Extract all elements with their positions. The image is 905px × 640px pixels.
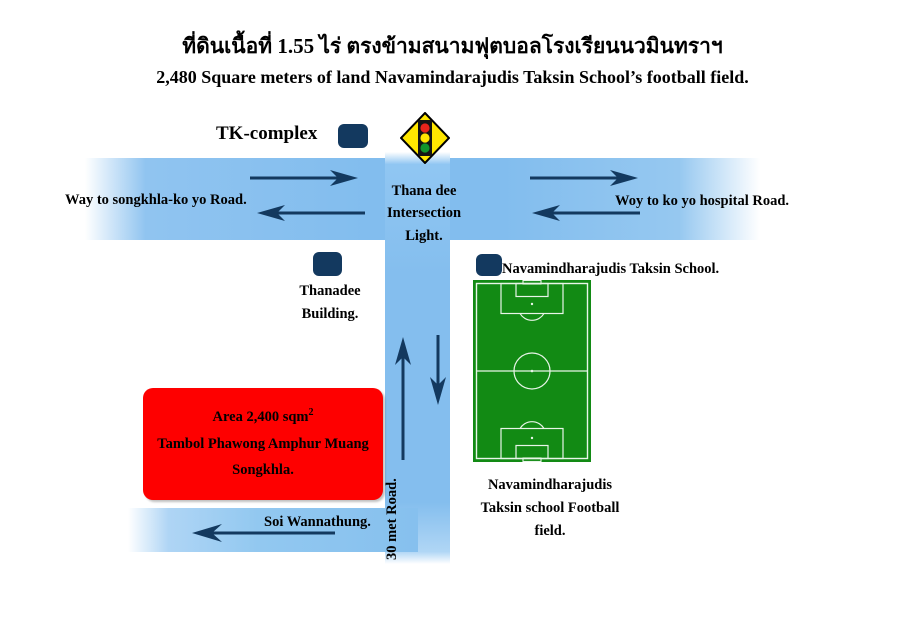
traffic-light-sign-icon	[400, 112, 450, 164]
label-soi-wannathung: Soi Wannathung.	[264, 514, 371, 530]
land-plot-area-text: Area 2,400 sqm	[212, 408, 309, 425]
land-plot-line-1: Area 2,400 sqm2	[213, 404, 314, 431]
label-30-met-road: 30 met Road.	[384, 478, 400, 560]
football-field-graphic	[473, 280, 591, 462]
soi-wannathung-road	[128, 508, 418, 552]
label-thanadee-building: Thanadee Building.	[299, 283, 361, 323]
school-marker-icon	[476, 254, 502, 276]
land-plot-line-2: Tambol Phawong Amphur Muang	[157, 435, 369, 452]
arrow-right-left-segment	[250, 170, 358, 186]
page-title-thai: ที่ดินเนื้อที่ 1.55 ไร่ ตรงข้ามสนามฟุตบอ…	[182, 34, 723, 58]
label-tk-complex: TK-complex	[216, 123, 318, 144]
arrow-up-vertical-road	[395, 337, 411, 460]
label-way-to-songkhla-ko-yo-road: Way to songkhla-ko yo Road.	[65, 192, 247, 208]
arrow-right-right-segment	[530, 170, 638, 186]
tk-complex-marker-icon	[338, 124, 368, 148]
label-thana-dee-intersection-light: Thana dee Intersection Light.	[386, 183, 462, 244]
thanadee-building-marker-icon	[313, 252, 342, 276]
label-navamindharajudis-taksin-school: Navamindharajudis Taksin School.	[502, 261, 720, 277]
arrow-down-vertical-road	[430, 335, 446, 405]
land-plot-area: Area 2,400 sqm2 Tambol Phawong Amphur Mu…	[143, 388, 383, 500]
label-way-to-ko-yo-hospital-road: Woy to ko yo hospital Road.	[615, 193, 790, 209]
arrow-left-left-segment	[257, 205, 365, 221]
arrow-left-soi-road	[192, 524, 335, 542]
land-plot-line-3: Songkhla.	[232, 462, 294, 479]
page-title-english: 2,480 Square meters of land Navamindaraj…	[156, 67, 749, 87]
land-plot-superscript: 2	[308, 406, 314, 418]
arrow-left-right-segment	[532, 205, 640, 221]
label-football-field: Navamindharajudis Taksin school Football…	[480, 477, 620, 540]
